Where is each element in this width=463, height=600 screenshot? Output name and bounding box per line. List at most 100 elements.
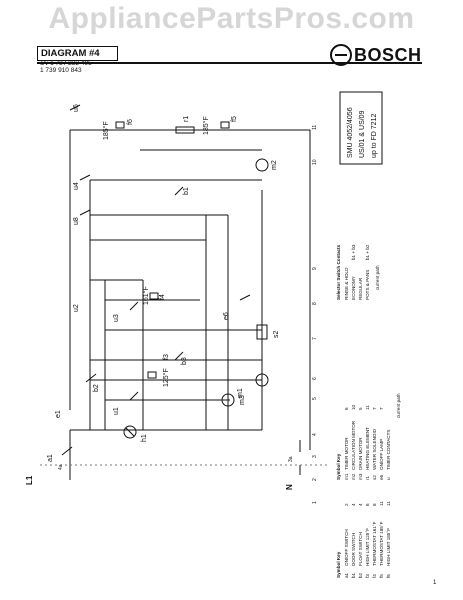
label-f5-temp: 185°F <box>202 116 210 135</box>
label-u3: u3 <box>113 314 120 322</box>
legend-col2-desc-2: DRAIN MOTOR <box>358 437 363 470</box>
label-f5: f5 <box>231 116 238 122</box>
m3-motor <box>221 393 235 407</box>
brand-name: BOSCH <box>354 45 422 65</box>
legend-col2-path-3: 11 <box>365 405 370 410</box>
legend-col2-path-4: 7 <box>372 407 377 410</box>
legend-col2-code-4: s2 <box>372 475 377 480</box>
legend-col1-code-6: f6 <box>386 574 391 578</box>
label-f3: f3 <box>163 354 170 360</box>
label-f6: f6 <box>127 119 134 125</box>
label-f4: f4 <box>159 294 166 300</box>
label-e6: e6 <box>223 312 230 320</box>
label-f3-temp: 125°F <box>162 368 170 387</box>
label-u8: u8 <box>73 217 80 225</box>
legend-col1-code-3: f3 <box>365 574 370 578</box>
legend-col1-path-4: 8 <box>372 503 377 506</box>
legend-col3-mode-1: ECONOMY <box>351 276 356 300</box>
header-rule <box>37 62 422 64</box>
path-number-5: 5 <box>312 397 318 400</box>
model-line-2: US/01 & US/09 <box>359 110 366 158</box>
legend-col2-path-5: 7 <box>379 407 384 410</box>
legend-col2-title: Symbol Key <box>336 453 341 480</box>
legend-col1-desc-1: DOOR SWITCH <box>351 533 356 566</box>
legend-col1-path-1: 4 <box>351 503 356 506</box>
label-f6-temp: 185°F <box>102 121 110 140</box>
legend-col2-desc-4: WATER SOLENOID <box>372 428 377 470</box>
label-u2: u2 <box>73 304 80 312</box>
legend-col1-path-2: 4 <box>358 503 363 506</box>
m1-motor <box>255 373 269 387</box>
path-number-9: 9 <box>312 267 318 270</box>
label-u4: u4 <box>73 182 80 190</box>
h1-lamp <box>123 425 137 439</box>
path-number-10: 10 <box>312 159 318 165</box>
r1-heater <box>175 126 195 134</box>
path-number-2: 2 <box>312 478 318 481</box>
legend-col2-desc-5: ON/OFF LAMP <box>379 439 384 470</box>
watermark: AppliancePartsPros.com <box>48 2 415 35</box>
model-line-1: SMU 4052/4056 <box>347 107 354 158</box>
label-b1: b1 <box>183 187 190 195</box>
legend-col1-code-1: b1 <box>351 572 356 578</box>
legend-col2-path-1: 10 <box>351 404 356 410</box>
label-h1: h1 <box>141 434 148 442</box>
f5-thermostat <box>220 121 230 129</box>
rail-l1: L1 <box>25 475 34 485</box>
f4-thermostat <box>149 292 159 300</box>
legend-col1-desc-5: THERMOSTAT 185°F <box>379 521 384 566</box>
legend-col1-desc-2: FLOAT SWITCH <box>358 532 363 566</box>
legend-col1-desc-3: HIGH LIMIT 125°F <box>365 528 370 566</box>
label-e1: e1 <box>55 410 62 418</box>
legend-col2-code-5: e6 <box>379 474 384 480</box>
path-number-4: 4 <box>312 433 318 436</box>
label-n-sub: 3a <box>288 456 294 462</box>
legend-col1-code-5: f5 <box>379 574 384 578</box>
part-number-1: c/v 1 737 232 495 <box>40 60 92 67</box>
path-number-7: 7 <box>312 337 318 340</box>
legend-col2-path-2: 5 <box>358 407 363 410</box>
legend-col3-mode-0: RINSE & HOLD <box>344 267 349 300</box>
path-number-6: 6 <box>312 377 318 380</box>
label-b2: b2 <box>93 384 100 392</box>
label-a1-sub: 4a <box>58 464 64 470</box>
s2-solenoid <box>256 324 268 340</box>
legend-col1-path-6: 11 <box>386 501 391 506</box>
path-number-8: 8 <box>312 302 318 305</box>
path-number-11: 11 <box>312 125 318 130</box>
legend-col2-code-3: r1 <box>365 475 370 480</box>
label-b3: b3 <box>181 357 188 365</box>
legend-col3-footer: current path <box>375 265 380 290</box>
path-number-1: 1 <box>312 501 318 504</box>
legend-col1-path-3: 6 <box>365 503 370 506</box>
legend-col1-desc-4: THERMOSTAT 161°F <box>372 521 377 566</box>
legend-col3-mode-2: REGULAR <box>358 277 363 300</box>
legend-col2-code-6: u <box>386 477 391 480</box>
label-m1: m1 <box>237 388 244 398</box>
label-m3: m3 <box>239 395 246 405</box>
model-line-3: up to FD 7212 <box>371 114 378 158</box>
label-u1: u1 <box>113 407 120 415</box>
legend-col3-title: Selector Switch Contacts <box>336 244 341 300</box>
legend-col2-path-0: 6 <box>344 407 349 410</box>
legend-col2-desc-0: TIMER MOTOR <box>344 437 349 470</box>
legend-col3-contacts-3: b1 + b2 <box>365 244 370 260</box>
m2-motor <box>255 158 269 172</box>
legend-col1-title: Symbol Key <box>336 551 341 578</box>
part-number-2: 1 739 910 843 <box>40 67 82 74</box>
path-number-3: 3 <box>312 455 318 458</box>
label-a1: a1 <box>47 454 54 462</box>
legend-col2-desc-3: HEATING ELEMENT <box>365 427 370 470</box>
legend-col2-code-0: m1 <box>344 473 349 480</box>
legend-col3-contacts-1: b1 + b3 <box>351 244 356 260</box>
legend-col1-code-2: b2 <box>358 572 363 578</box>
legend-col1-desc-6: HIGH LIMIT 185°F <box>386 528 391 566</box>
label-s2: s2 <box>273 331 280 339</box>
rail-n: N <box>285 484 294 490</box>
label-f4-temp: 161°F <box>142 286 150 305</box>
legend-col1-path-0: 2 <box>344 503 349 506</box>
bosch-logo-icon <box>330 44 352 66</box>
legend-col3-mode-3: POTS & PANS <box>365 270 370 300</box>
